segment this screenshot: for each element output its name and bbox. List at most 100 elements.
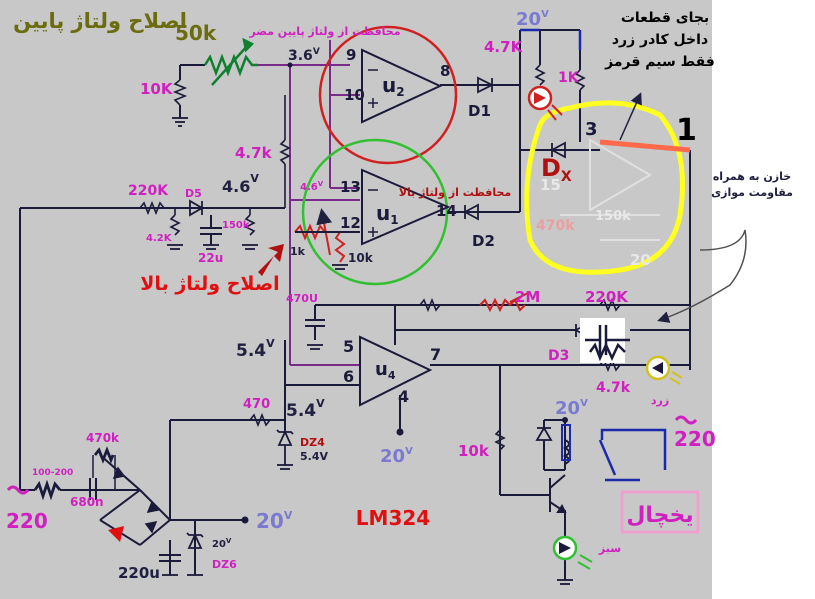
high-voltage-adjust-title: اصلاح ولتاژ بالا — [140, 273, 279, 295]
c-680n-label: 680n — [70, 495, 104, 509]
c-22u-label: 22u — [198, 251, 223, 265]
green-led — [552, 535, 593, 570]
r-4-7k-out-label: 4.7k — [596, 380, 631, 396]
dark-wires — [19, 29, 691, 580]
ghost-components — [560, 138, 660, 241]
r-10k-top-label: 10K — [140, 80, 174, 98]
c-470u-label: 470U — [286, 292, 318, 305]
pin-7: 7 — [430, 345, 441, 364]
ac-220-left-label: 220 — [6, 509, 48, 533]
transistor — [549, 474, 567, 513]
bridge-rectifier — [112, 466, 160, 534]
faded-15-label: 15 — [540, 176, 561, 194]
refrigerator-label: یخچال — [626, 503, 693, 528]
pot-50k — [203, 37, 258, 86]
yellow-led-label: زرد — [651, 394, 669, 407]
r-220k-input-label: 220K — [128, 183, 169, 199]
refrigerator-box — [620, 490, 700, 534]
replace-note-3: فقط سیم قرمز — [604, 54, 715, 70]
r-150k-label: 150k — [222, 220, 250, 231]
r-1k-mid-label: 1k — [290, 245, 306, 258]
v-3-6-label: 3.6V — [288, 47, 320, 64]
d3-label: D3 — [548, 348, 569, 364]
replace-note-2: داخل کادر زرد — [612, 32, 708, 48]
r-10k-mid-label: 10k — [348, 251, 374, 265]
grounds — [162, 117, 573, 585]
green-led-label: سبز — [598, 542, 621, 555]
r-10k-base-label: 10k — [458, 442, 490, 460]
chip-label: LM324 — [356, 506, 430, 530]
pot-50k-label: 50k — [175, 21, 217, 45]
u4-label: u4 — [375, 359, 396, 382]
r-4-2k-label: 4.2K — [146, 233, 173, 244]
opamp-u4 — [359, 335, 433, 407]
capacitor-note-pointer — [657, 229, 747, 323]
yellow-led — [645, 355, 683, 385]
adjust-arrow — [258, 244, 284, 276]
v-4-6-label: 4.6V — [222, 172, 259, 196]
v-4-6-small-label: 4.6V — [300, 180, 324, 193]
pin-6: 6 — [343, 367, 354, 386]
ac-220-right-label: 220 — [674, 427, 716, 451]
v20-top-label: 20V — [516, 9, 549, 30]
opamp-signs — [368, 69, 378, 237]
r-220k-feedback-label: 220K — [585, 288, 629, 306]
pin-14: 14 — [436, 202, 457, 220]
pin-4: 4 — [398, 387, 409, 406]
r-470k-label: 470k — [86, 431, 120, 445]
dz4-voltage-label: 5.4V — [300, 450, 328, 463]
dz6-voltage-label: 20V — [212, 537, 232, 550]
high-voltage-protector-label: محافظت از ولتاژ بالا — [399, 186, 511, 199]
capacitor-note-2: مقاومت موازی — [711, 186, 793, 199]
cap-with-resistor — [580, 318, 630, 363]
u1-label: u1 — [376, 201, 399, 227]
pin-5: 5 — [343, 337, 354, 356]
replace-note-1: بجای قطعات — [621, 10, 709, 26]
pin-10: 10 — [344, 86, 365, 104]
pin-13: 13 — [340, 178, 361, 196]
d5-label: D5 — [185, 187, 202, 200]
red-led — [527, 85, 563, 121]
low-voltage-protector-label: محافظت از ولتاژ پایین مضر — [248, 25, 400, 38]
r-1k-top-label: 1K — [558, 70, 580, 86]
v20-out-label: 20V — [555, 398, 588, 419]
r-2m-label: 2M — [515, 288, 540, 306]
dx-label: DX — [541, 154, 572, 185]
c-220u-label: 220u — [118, 564, 160, 582]
opamp-u1 — [361, 168, 451, 246]
dz6-label: DZ6 — [212, 558, 237, 571]
r-4-7k-divider-label: 4.7k — [235, 144, 273, 162]
u2-label: u2 — [382, 73, 405, 99]
text-labels: محافظت از ولتاژ پایین مضر محافظت از ولتا… — [6, 9, 793, 582]
faded-470k-label: 470k — [536, 218, 575, 234]
red-wire — [599, 139, 691, 153]
v-5-4-b-label: 5.4V — [286, 397, 325, 421]
v20-mid-label: 20V — [380, 446, 413, 467]
u2-highlight-circle — [318, 25, 458, 165]
pin-12: 12 — [340, 214, 361, 232]
schematic-sheet — [0, 0, 712, 599]
low-voltage-adjust-title: اصلاح ولتاژ پایین — [13, 9, 187, 33]
rectifier-red-diode — [108, 526, 124, 542]
capacitors — [89, 215, 325, 562]
ac-symbols — [6, 415, 698, 495]
pin-8: 8 — [440, 62, 450, 80]
r-4-7k-led-label: 4.7K — [484, 38, 524, 56]
replacement-zone — [524, 100, 685, 275]
resistors-thick — [33, 446, 115, 501]
faded-20-label: 20 — [630, 251, 651, 269]
pin-3: 3 — [585, 119, 598, 140]
opamp-u2 — [361, 48, 443, 124]
blue-wires — [520, 28, 667, 482]
note-pointer — [619, 92, 642, 141]
d2-label: D2 — [472, 232, 495, 250]
d1-label: D1 — [468, 102, 491, 120]
number-1-label: 1 — [676, 113, 697, 148]
terminals — [241, 62, 568, 524]
v-5-4-a-label: 5.4V — [236, 337, 275, 361]
v20-rail-label: 20V — [256, 509, 293, 533]
red-trimmers — [294, 208, 531, 313]
purple-wires — [258, 40, 360, 366]
u1-highlight-circle — [301, 138, 449, 286]
